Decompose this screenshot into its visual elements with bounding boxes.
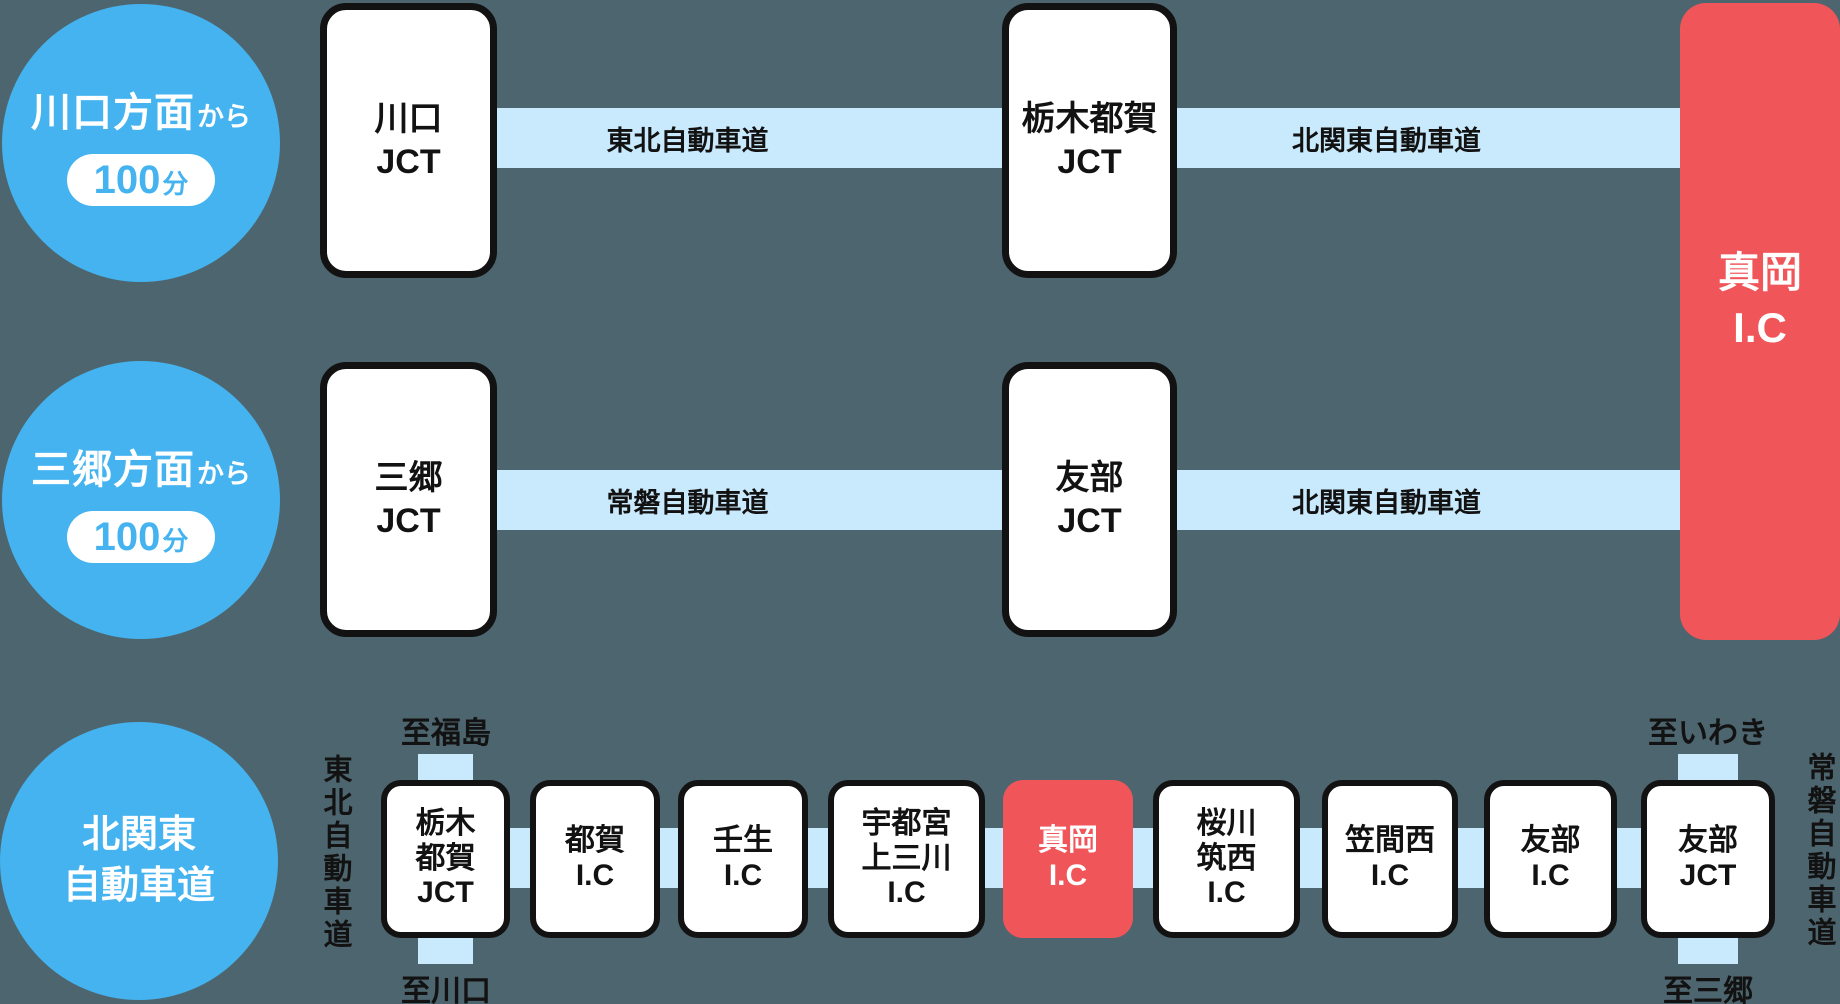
node-type: JCT <box>376 142 441 181</box>
road-label-tohoku: 東北自動車道 <box>606 125 769 156</box>
station-line: 上三川 <box>861 841 952 875</box>
origin-label: 三郷方面から <box>31 437 251 495</box>
station-line: JCT <box>1679 859 1737 892</box>
road-bar-kitakanto-row2: 北関東自動車道 <box>1177 470 1680 530</box>
origin-label: 川口方面から <box>31 80 251 138</box>
branch-bar-south-tochigitsuga <box>418 934 473 964</box>
direction-label-iwaki: 至いわき <box>1648 717 1768 750</box>
station-line: 桜川 <box>1196 806 1257 840</box>
node-name: 友部 <box>1055 459 1124 497</box>
branch-bar-north-tochigitsuga <box>418 754 473 784</box>
station-line: I.C <box>723 859 763 892</box>
station-box-tsuga-ic: 都賀 I.C <box>530 780 660 938</box>
destination-name: 真岡 <box>1717 248 1802 296</box>
section-title: 北関東 自動車道 <box>63 810 215 913</box>
vertical-road-label-joban: 常磐自動車道 <box>1803 752 1835 950</box>
station-line: 真岡 <box>1038 824 1098 858</box>
destination-box-mooka-ic: 真岡 I.C <box>1680 3 1840 640</box>
branch-bar-south-tomobe <box>1678 934 1738 964</box>
station-line: 友部 <box>1520 824 1581 858</box>
destination-type: I.C <box>1733 303 1787 351</box>
time-value: 100 <box>93 515 161 559</box>
road-label-kitakanto-row2: 北関東自動車道 <box>1292 487 1481 518</box>
station-box-tochigitsuga-jct: 栃木 都賀 JCT <box>381 780 510 938</box>
station-line: 都賀 <box>415 841 476 875</box>
station-line: I.C <box>1207 876 1246 910</box>
section-circle-kitakanto: 北関東 自動車道 <box>0 722 278 1000</box>
station-box-utsunomiya-kaminokawa-ic: 宇都宮 上三川 I.C <box>828 780 985 938</box>
station-line: 笠間西 <box>1345 824 1435 858</box>
node-name: 川口 <box>374 100 443 138</box>
road-bar-tohoku: 東北自動車道 <box>497 108 1002 168</box>
station-line: I.C <box>1048 859 1088 892</box>
time-unit: 分 <box>162 526 189 556</box>
node-name: 栃木都賀 <box>1021 100 1158 138</box>
origin-suffix: から <box>197 459 251 489</box>
node-box-misato-jct: 三郷 JCT <box>320 362 497 637</box>
station-line: I.C <box>887 876 926 910</box>
station-line: 壬生 <box>713 824 773 858</box>
station-line: 栃木 <box>415 806 476 840</box>
station-box-tomobe-jct: 友部 JCT <box>1641 780 1775 938</box>
section-title-line2: 自動車道 <box>62 865 215 907</box>
station-line: I.C <box>575 859 615 892</box>
road-label-kitakanto-row1: 北関東自動車道 <box>1292 125 1481 156</box>
vertical-road-label-tohoku: 東北自動車道 <box>319 754 351 952</box>
road-bar-kitakanto-row1: 北関東自動車道 <box>1177 108 1680 168</box>
station-box-kasamanishi-ic: 笠間西 I.C <box>1322 780 1458 938</box>
origin-suffix: から <box>197 102 251 132</box>
station-box-sakuragawa-chikusei-ic: 桜川 筑西 I.C <box>1153 780 1300 938</box>
node-box-tomobe-jct: 友部 JCT <box>1002 362 1177 637</box>
station-line: I.C <box>1370 859 1410 892</box>
time-unit: 分 <box>162 169 189 199</box>
station-box-tomobe-ic: 友部 I.C <box>1484 780 1617 938</box>
station-line: 筑西 <box>1196 841 1257 875</box>
section-title-line1: 北関東 <box>81 813 196 856</box>
node-type: JCT <box>376 501 441 540</box>
origin-name: 三郷方面 <box>31 448 195 492</box>
station-box-mooka-ic: 真岡 I.C <box>1003 780 1133 938</box>
station-line: 都賀 <box>565 824 625 858</box>
node-box-tochigitsuga-jct: 栃木都賀 JCT <box>1002 3 1177 278</box>
node-box-kawaguchi-jct: 川口 JCT <box>320 3 497 278</box>
node-type: JCT <box>1057 142 1122 181</box>
station-line: I.C <box>1531 859 1570 892</box>
direction-label-fukushima: 至福島 <box>401 717 491 750</box>
origin-name: 川口方面 <box>31 91 195 135</box>
direction-label-misato: 至三郷 <box>1663 975 1753 1004</box>
road-bar-joban: 常磐自動車道 <box>497 470 1002 530</box>
node-name: 三郷 <box>374 459 443 497</box>
station-box-mibu-ic: 壬生 I.C <box>678 780 808 938</box>
station-line: 友部 <box>1678 824 1738 858</box>
branch-bar-north-tomobe <box>1678 754 1738 784</box>
node-type: JCT <box>1057 501 1122 540</box>
station-line: JCT <box>417 876 474 910</box>
direction-label-kawaguchi: 至川口 <box>401 975 491 1004</box>
time-value: 100 <box>93 158 161 202</box>
station-line: 宇都宮 <box>861 806 952 840</box>
road-label-joban: 常磐自動車道 <box>606 487 769 518</box>
